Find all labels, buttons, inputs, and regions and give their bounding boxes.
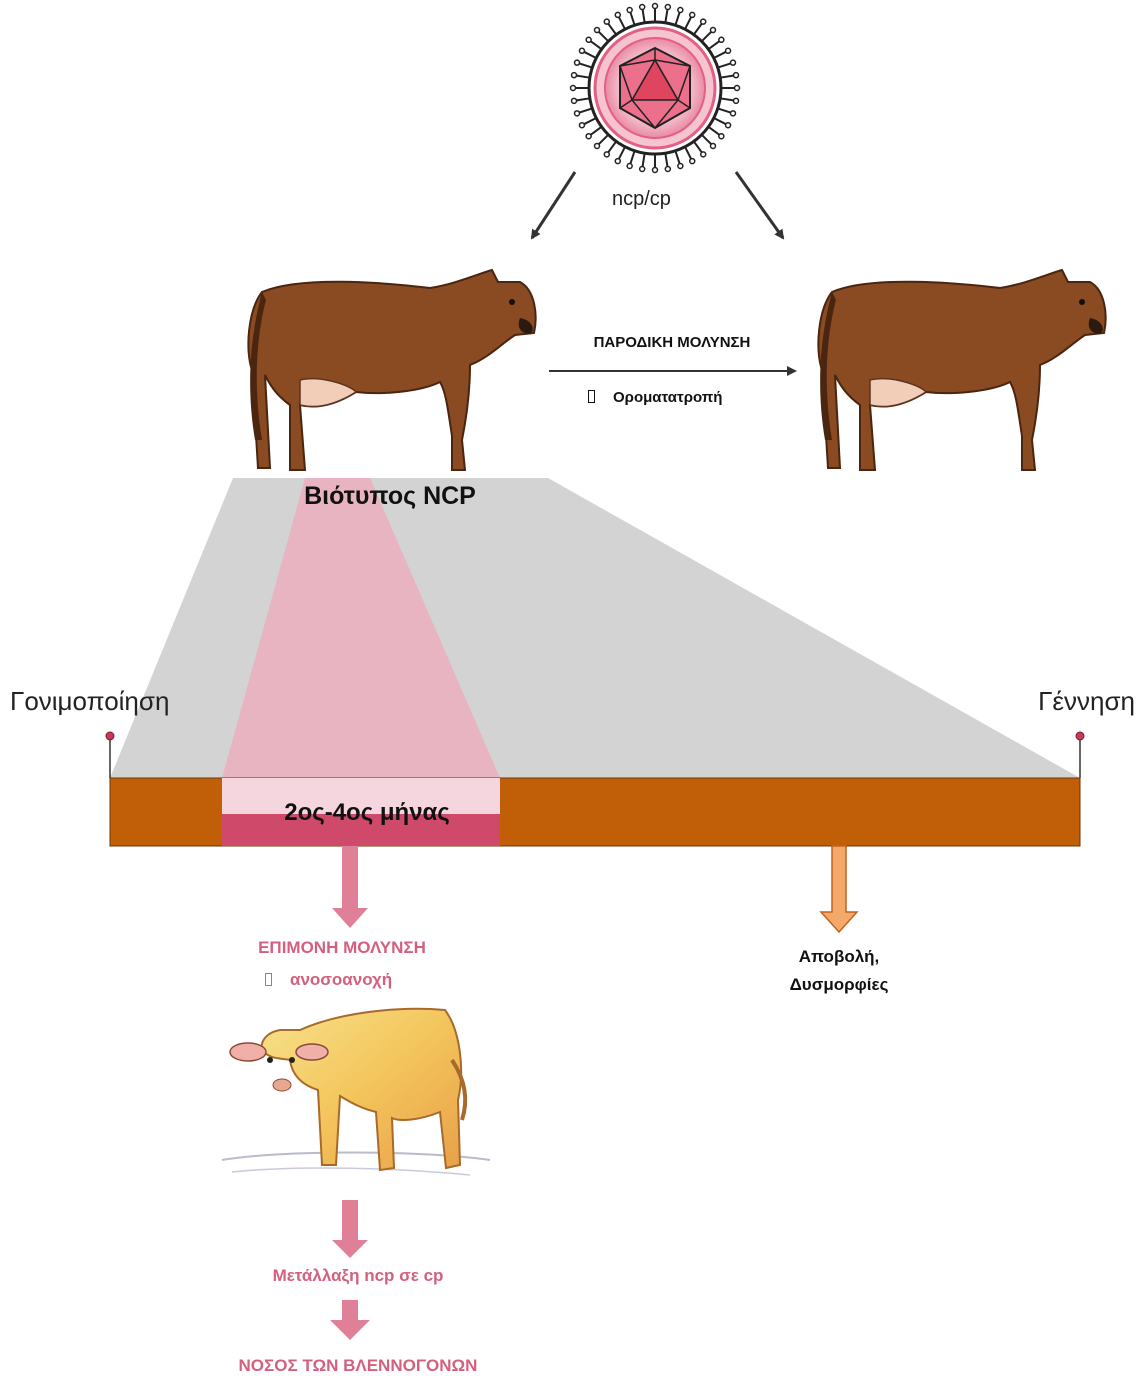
- window-label: 2ος-4ος μήνας: [222, 799, 512, 827]
- virus-label: ncp/cp: [612, 188, 671, 211]
- timeline-end-label: Γέννηση: [1038, 686, 1135, 717]
- persistent-result-text: ανοσοανοχή: [290, 970, 392, 989]
- transient-result-text: Οροματατροπή: [613, 389, 722, 406]
- end-pin: [1076, 732, 1084, 778]
- cow-right-image: [818, 270, 1105, 470]
- timeline-start-label: Γονιμοποίηση: [10, 686, 169, 717]
- late-outcome-line2: Δυσμορφίες: [740, 975, 938, 995]
- disease-label: ΝΟΣΟΣ ΤΩΝ ΒΛΕΝΝΟΓΟΝΩΝ: [186, 1356, 530, 1376]
- cow-left-image: [248, 270, 535, 470]
- late-outcome-line1: Αποβολή,: [740, 947, 938, 967]
- calf-image: [222, 1009, 490, 1175]
- start-pin: [106, 732, 114, 778]
- transient-result: Οροματατροπή: [588, 389, 722, 406]
- arrow-persistent-infection: [332, 846, 368, 928]
- arrow-late-outcome: [821, 846, 857, 932]
- arrow-to-mutation: [332, 1200, 368, 1258]
- persistent-infection-title: ΕΠΙΜΟΝΗ ΜΟΛΥΝΣΗ: [200, 938, 484, 958]
- box-symbol-icon: [588, 390, 595, 403]
- arrow-virus-to-right-cow: [736, 172, 783, 238]
- box-symbol-icon: [265, 973, 272, 986]
- arrow-to-disease: [330, 1300, 370, 1340]
- persistent-result: ανοσοανοχή: [265, 970, 392, 990]
- mutation-label: Μετάλλαξη ncp σε cp: [212, 1266, 504, 1286]
- arrow-virus-to-left-cow: [532, 172, 575, 238]
- virus-icon: [571, 4, 740, 173]
- transient-infection-title: ΠΑΡΟΔΙΚΗ ΜΟΛΥΝΣΗ: [540, 334, 804, 351]
- biotype-label: Βιότυπος NCP: [262, 482, 518, 511]
